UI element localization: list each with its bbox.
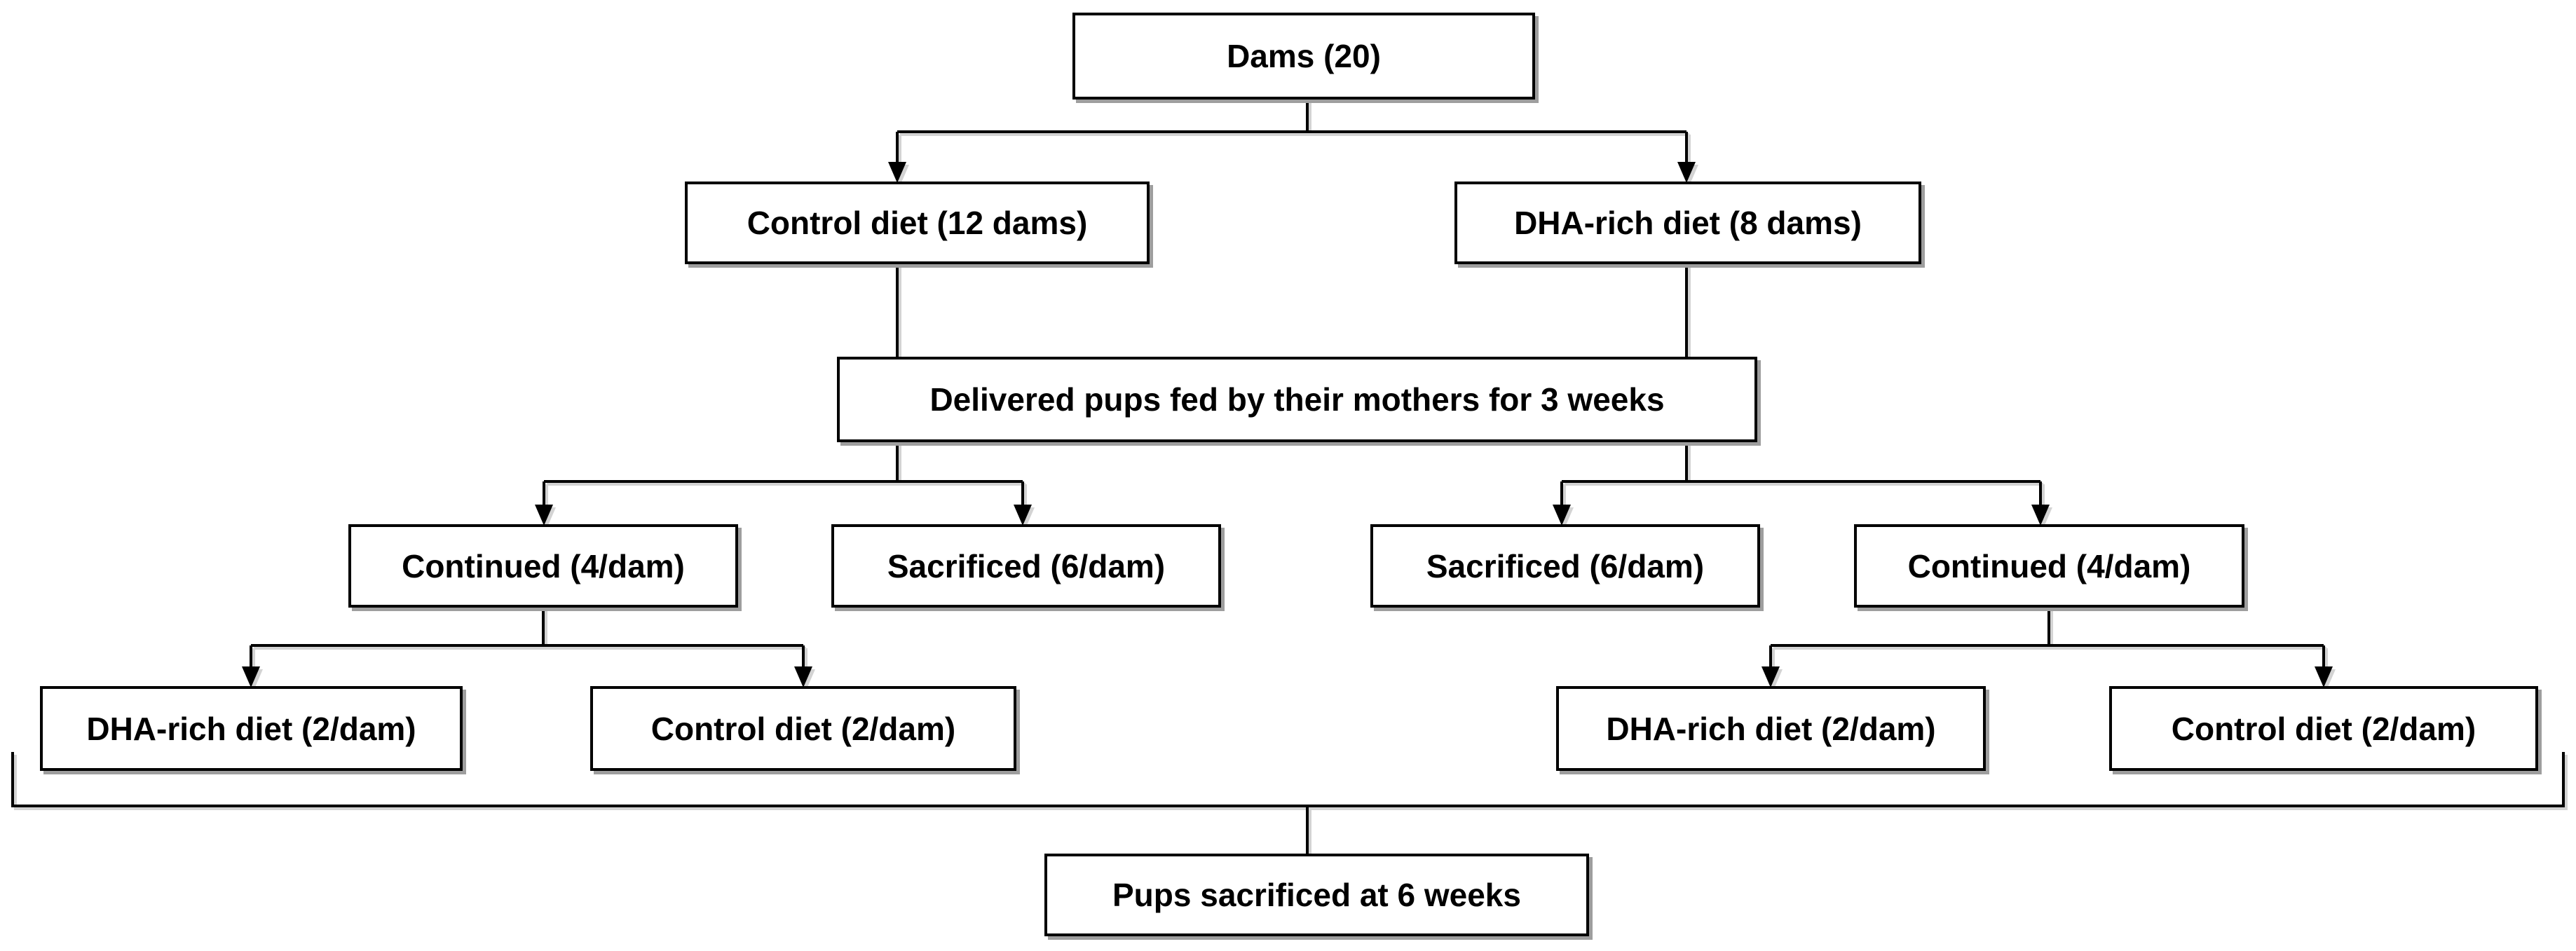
arrowhead-icon <box>794 666 812 687</box>
node-label: Pups sacrificed at 6 weeks <box>1112 877 1521 913</box>
node-label: Delivered pups fed by their mothers for … <box>929 381 1665 418</box>
connector-delivered-split-left <box>543 441 1024 519</box>
node-label: Sacrificed (6/dam) <box>887 547 1166 584</box>
arrowhead-icon <box>2315 666 2333 687</box>
node-label: DHA-rich diet (2/dam) <box>86 710 416 747</box>
node-dha-rich-diet-right: DHA-rich diet (2/dam) <box>1556 686 1986 771</box>
node-control-diet-right: Control diet (2/dam) <box>2109 686 2538 771</box>
arrowhead-icon <box>1761 666 1780 687</box>
node-continued-right: Continued (4/dam) <box>1854 524 2244 608</box>
node-control-diet-left: Control diet (2/dam) <box>590 686 1016 771</box>
node-pups-sacrificed: Pups sacrificed at 6 weeks <box>1044 854 1589 936</box>
connector-continued-left-split <box>250 606 805 681</box>
arrowhead-icon <box>1677 162 1696 183</box>
connector-continued-right-split <box>1769 606 2325 681</box>
node-label: DHA-rich diet (8 dams) <box>1514 205 1862 241</box>
node-label: Dams (20) <box>1227 38 1381 74</box>
arrowhead-icon <box>242 666 260 687</box>
connector-dams-split <box>896 100 1688 177</box>
arrowhead-icon <box>2031 505 2050 526</box>
node-label: Control diet (2/dam) <box>2171 710 2476 747</box>
node-label: Control diet (2/dam) <box>650 710 956 747</box>
node-label: Sacrificed (6/dam) <box>1426 547 1705 584</box>
arrowhead-icon <box>1553 505 1571 526</box>
arrowhead-icon <box>888 162 906 183</box>
node-continued-left: Continued (4/dam) <box>348 524 738 608</box>
node-control-diet-12-dams: Control diet (12 dams) <box>685 182 1150 264</box>
node-dha-rich-diet-left: DHA-rich diet (2/dam) <box>40 686 463 771</box>
node-dha-rich-diet-8-dams: DHA-rich diet (8 dams) <box>1454 182 1921 264</box>
node-label: DHA-rich diet (2/dam) <box>1606 710 1936 747</box>
connector-delivered-split-right <box>1560 441 2042 519</box>
node-label: Control diet (12 dams) <box>747 205 1088 241</box>
connector-bracket-to-final <box>11 752 2565 854</box>
node-sacrificed-left: Sacrificed (6/dam) <box>831 524 1221 608</box>
arrowheads <box>242 162 2333 687</box>
node-dams: Dams (20) <box>1072 13 1535 100</box>
arrowhead-icon <box>535 505 553 526</box>
node-label: Continued (4/dam) <box>1907 547 2191 584</box>
node-sacrificed-right: Sacrificed (6/dam) <box>1370 524 1760 608</box>
arrowhead-icon <box>1014 505 1032 526</box>
connector-diets-to-delivered <box>896 264 1688 360</box>
node-delivered-pups: Delivered pups fed by their mothers for … <box>837 357 1757 442</box>
node-label: Continued (4/dam) <box>402 547 685 584</box>
